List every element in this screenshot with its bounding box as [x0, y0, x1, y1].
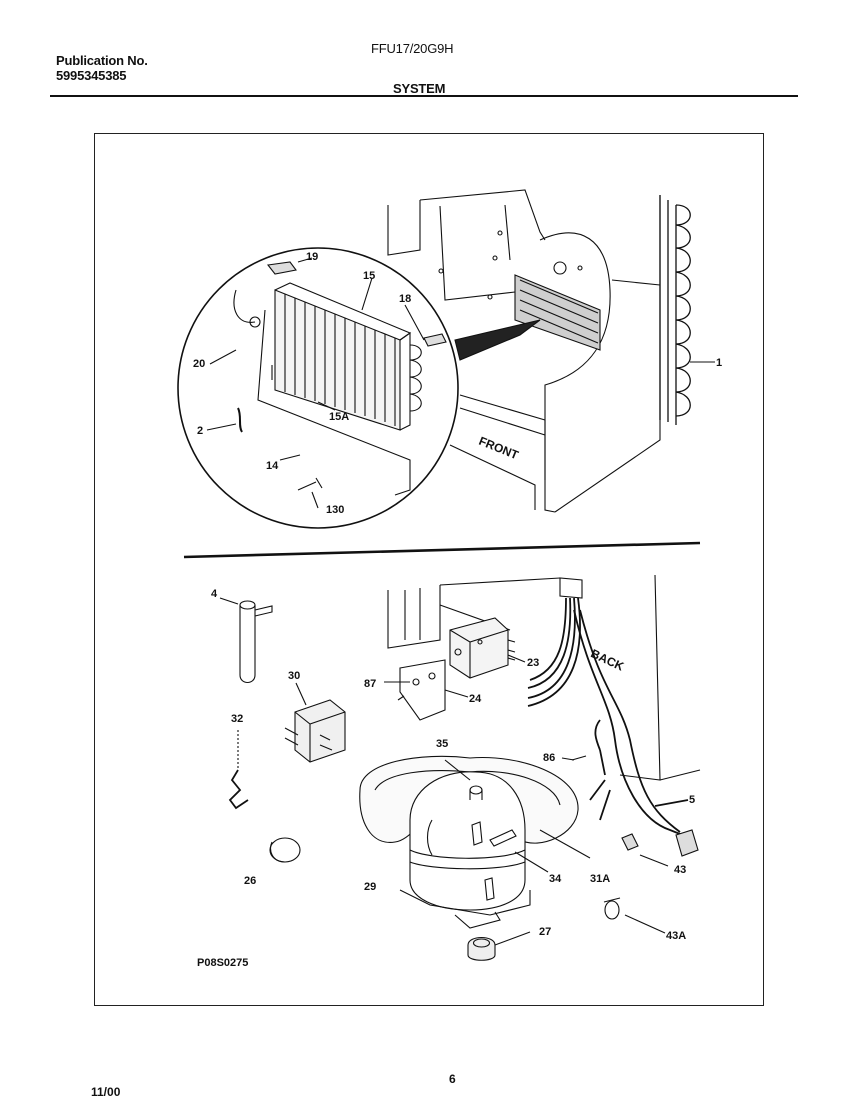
revision-date: 11/00	[91, 1085, 121, 1099]
callout-14: 14	[266, 460, 279, 472]
defrost-timer	[449, 617, 526, 679]
callout-34: 34	[549, 873, 562, 885]
callout-43a: 43A	[666, 930, 687, 942]
callout-24: 24	[469, 693, 482, 705]
grommet	[467, 931, 531, 961]
callout-86: 86	[543, 752, 556, 764]
page-number: 6	[449, 1072, 456, 1086]
callout-5: 5	[689, 794, 696, 806]
callout-26: 26	[244, 875, 257, 887]
callout-2: 2	[197, 425, 204, 437]
compressor	[399, 759, 549, 929]
callout-1: 1	[716, 357, 723, 369]
callout-35: 35	[436, 738, 449, 750]
callout-31a: 31A	[590, 873, 611, 885]
overload-wire	[228, 730, 249, 810]
power-connector	[621, 829, 699, 867]
publication-label: Publication No.	[56, 53, 148, 68]
timer-bracket	[384, 659, 469, 721]
callout-19: 19	[306, 251, 319, 263]
cabinet-outline	[387, 189, 661, 513]
wiring-harness	[527, 577, 691, 839]
callout-43: 43	[674, 864, 687, 876]
callout-20: 20	[193, 358, 206, 370]
callout-23: 23	[527, 657, 540, 669]
callout-32: 32	[231, 713, 244, 725]
callout-4: 4	[211, 588, 218, 600]
callout-27: 27	[539, 926, 552, 938]
callout-30: 30	[288, 670, 301, 682]
drier	[219, 597, 273, 684]
header-rule	[50, 95, 798, 97]
callout-15a: 15A	[329, 411, 350, 423]
diagram-frame	[94, 133, 764, 1006]
relay	[284, 682, 346, 763]
clamp	[603, 897, 666, 934]
callout-15: 15	[363, 270, 376, 282]
evaporator-grille	[454, 274, 601, 361]
section-title: SYSTEM	[393, 81, 446, 96]
magnified-detail-circle	[177, 247, 715, 529]
screw-86	[561, 755, 587, 761]
publication-number: 5995345385	[56, 68, 127, 83]
callout-87: 87	[364, 678, 377, 690]
condenser-coil	[659, 195, 691, 425]
callout-29: 29	[364, 881, 377, 893]
relay-cover	[269, 837, 301, 863]
callout-18: 18	[399, 293, 412, 305]
drawing-code: P08S0275	[197, 957, 249, 969]
callout-130: 130	[326, 504, 345, 516]
model-number: FFU17/20G9H	[371, 41, 454, 56]
